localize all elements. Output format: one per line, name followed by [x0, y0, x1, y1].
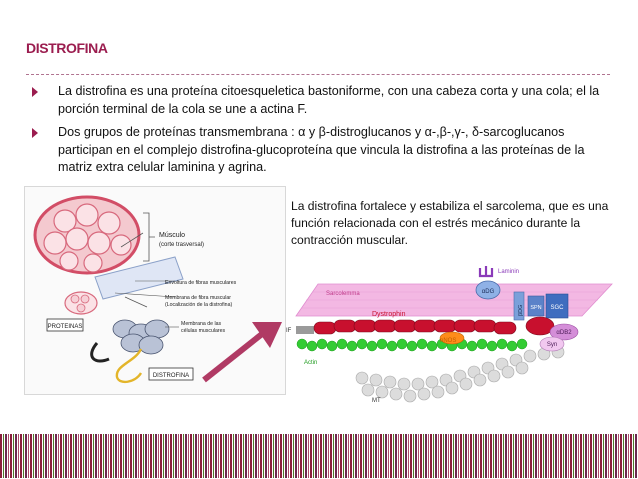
bullet-item: Dos grupos de proteínas transmembrana : …	[30, 124, 610, 177]
pointing-arrow-icon	[202, 322, 282, 383]
adb2-label: αDB2	[556, 330, 572, 336]
spn-protein	[527, 295, 545, 317]
syn-label: Syn	[547, 342, 557, 348]
page-title: DISTROFINA	[26, 40, 108, 56]
dystrophin-label: Dystrophin	[372, 311, 406, 318]
bullet-arrow-icon	[32, 87, 38, 97]
nnos-protein	[439, 331, 465, 345]
actin-filament	[296, 338, 528, 352]
title-divider	[26, 74, 610, 75]
laminin-label: Laminin	[498, 269, 519, 275]
membrana-fibra-label: Membrana de fibra muscular	[165, 295, 231, 301]
muscle-illustration-svg: PROTEINAS DISTROFINA Músculo (corte tras…	[33, 195, 237, 384]
laminin	[478, 266, 494, 278]
bullet-list: La distrofina es una proteína citoesquel…	[30, 83, 610, 183]
bullet-text: La distrofina es una proteína citoesquel…	[58, 84, 600, 116]
muscle-illustration: PROTEINAS DISTROFINA Músculo (corte tras…	[24, 186, 286, 395]
distrofina-label: DISTROFINA	[153, 373, 189, 379]
sgc-protein	[545, 293, 569, 319]
bullet-arrow-icon	[32, 128, 38, 138]
sgc-label: SGC	[550, 305, 564, 311]
if-filament	[296, 326, 314, 334]
membrana-celulas-label-2: células musculares	[181, 328, 226, 334]
microtubule	[355, 345, 565, 403]
bdg-label: βDG	[518, 305, 524, 316]
localizacion-label: (Localización de la distrofina)	[165, 302, 232, 308]
adb2-protein	[549, 323, 579, 341]
caption-text: La distrofina fortalece y estabiliza el …	[291, 199, 609, 248]
membrana-celulas-label-1: Membrana de las	[181, 321, 221, 327]
musculo-label: Músculo	[159, 232, 185, 239]
actin-label: Actin	[304, 360, 317, 366]
dystrophin-chain	[313, 316, 555, 336]
dystrophin-complex-svg: MT Sarcolemma Laminin αDG βDG SPN SGC Ac…	[286, 266, 613, 404]
spn-label: SPN	[530, 305, 541, 311]
bullet-text: Dos grupos de proteínas transmembrana : …	[58, 125, 585, 174]
sarcolemma-label: Sarcolemma	[326, 291, 360, 297]
envoltura-label: Envoltura de fibras musculares	[165, 280, 237, 286]
proteinas-label: PROTEINAS	[48, 324, 83, 330]
bullet-item: La distrofina es una proteína citoesquel…	[30, 83, 610, 118]
decorative-stripes	[0, 434, 638, 478]
adg-protein	[475, 280, 501, 300]
corte-label: (corte trasversal)	[159, 242, 204, 248]
if-label: IF	[286, 328, 292, 334]
nnos-label: nNOS	[440, 338, 456, 344]
mt-label: MT	[372, 398, 381, 404]
dystrophin-complex-diagram: MT Sarcolemma Laminin αDG βDG SPN SGC Ac…	[282, 264, 622, 412]
bdg-protein	[513, 291, 525, 321]
syn-protein	[539, 336, 565, 352]
adg-label: αDG	[482, 289, 495, 295]
